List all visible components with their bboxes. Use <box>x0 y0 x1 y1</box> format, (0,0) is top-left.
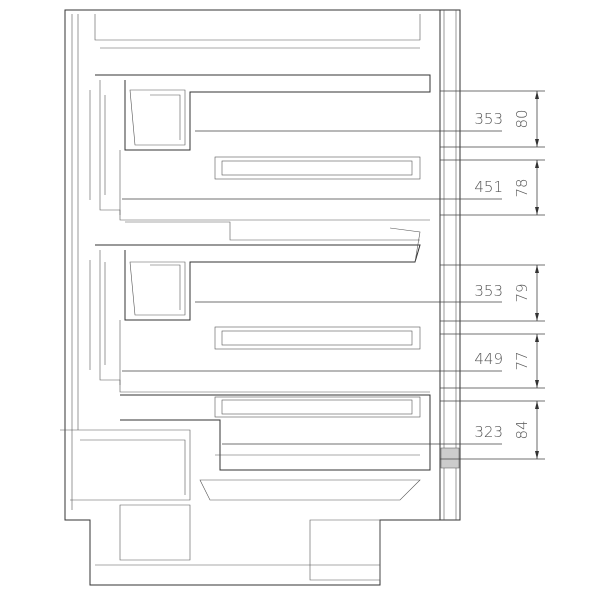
cabinet-outline <box>60 9 461 586</box>
depth-label-1: 353 <box>474 110 503 128</box>
depth-label-5: 323 <box>474 423 503 441</box>
height-label-2: 78 <box>513 178 531 197</box>
depth-label-2: 451 <box>474 178 503 196</box>
height-label-4: 77 <box>513 351 531 370</box>
depth-label-3: 353 <box>474 282 503 300</box>
middle-drawers <box>89 221 430 393</box>
height-label-5: 84 <box>513 420 531 439</box>
height-label-1: 80 <box>513 109 531 128</box>
lower-drawer <box>120 394 431 471</box>
height-label-3: 79 <box>513 283 531 302</box>
depth-label-4: 449 <box>474 350 503 368</box>
upper-drawers <box>89 74 431 221</box>
dimension-lines <box>122 90 545 460</box>
